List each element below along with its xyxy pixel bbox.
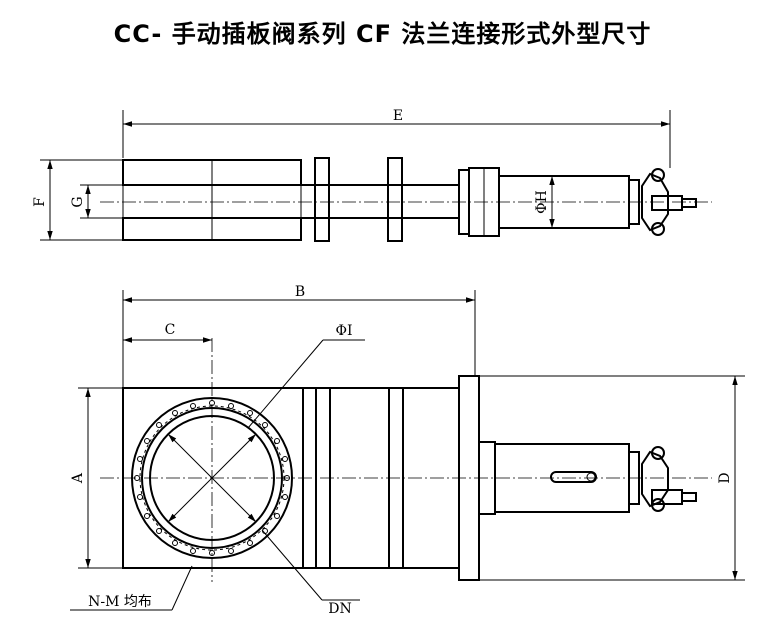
dimension-f-label: F <box>32 197 48 207</box>
dimension-d-label: D <box>717 472 733 483</box>
dimension-e-label: E <box>393 108 403 124</box>
top-view: E F G ΦH <box>32 108 712 242</box>
dimension-nm-label: N-M 均布 <box>88 594 152 610</box>
drawing-title: CC- 手动插板阀系列 CF 法兰连接形式外型尺寸 <box>113 20 652 48</box>
bolt-holes <box>134 400 290 556</box>
dimension-c-label: C <box>165 322 176 338</box>
front-view: ΦI DN N-M 均布 B C A D <box>70 284 745 617</box>
dimension-dn-label: DN <box>328 601 351 617</box>
dimension-b-label: B <box>295 284 305 300</box>
dimension-h-label: ΦH <box>534 190 550 214</box>
dimension-a-label: A <box>70 472 86 484</box>
dimension-i-label: ΦI <box>335 323 352 339</box>
dimension-g-label: G <box>70 196 86 207</box>
